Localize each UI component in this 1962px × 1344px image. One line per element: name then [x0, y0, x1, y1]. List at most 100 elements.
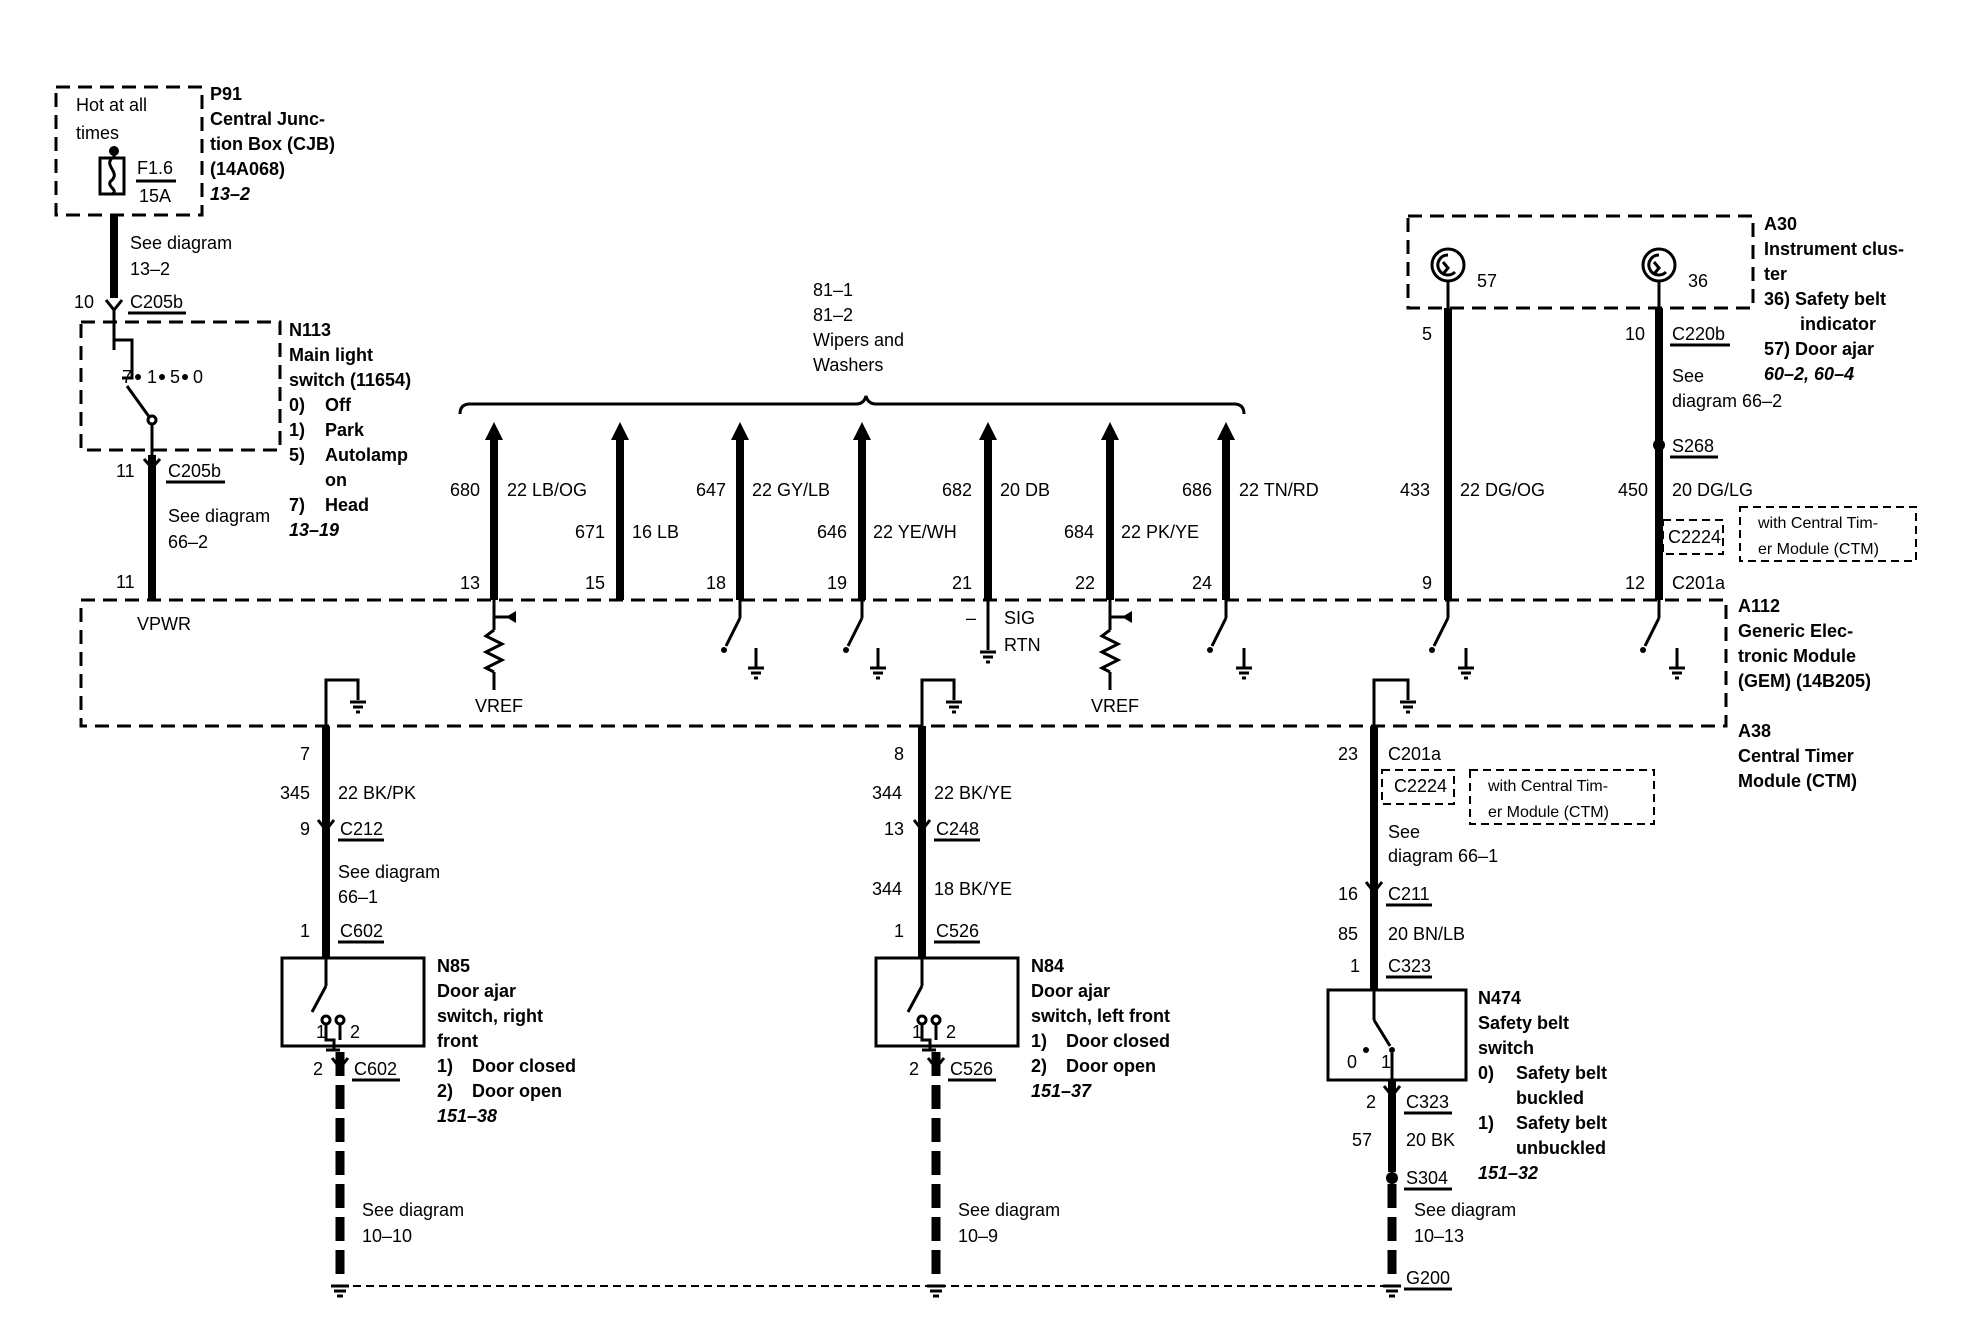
n85-terminal-1: 1: [316, 1022, 326, 1042]
a30-name-2: ter: [1764, 264, 1787, 284]
g200-ground: G200: [1406, 1268, 1450, 1288]
wire-color-57: 20 BK: [1406, 1130, 1455, 1150]
a112-name-3: (GEM) (14B205): [1738, 671, 1871, 691]
ground-icon: [870, 666, 886, 680]
a38-name-2: Module (CTM): [1738, 771, 1857, 791]
wire-color: 20 DB: [1000, 480, 1050, 500]
n113-wire-see-1: See diagram: [168, 506, 270, 526]
c526-connector-top: C526: [936, 921, 979, 941]
n474-name-2: switch: [1478, 1038, 1534, 1058]
wiper-circuit-647: 647 22 GY/LB 18: [696, 422, 830, 600]
n85-terminal-2: 2: [350, 1022, 360, 1042]
gem-switch-12: [1640, 600, 1685, 680]
gem-pin: 15: [585, 573, 605, 593]
circuit-number: 647: [696, 480, 726, 500]
c323-pin-1: 1: [1350, 956, 1360, 976]
connector-chevron-icon: [104, 299, 124, 313]
circuit-number: 680: [450, 480, 480, 500]
p91-name-1: Central Junc-: [210, 109, 325, 129]
a30-id: A30: [1764, 214, 1797, 234]
p91-hot-line1: Hot at all: [76, 95, 147, 115]
n85-name-1: Door ajar: [437, 981, 516, 1001]
n474-name-1: Safety belt: [1478, 1013, 1569, 1033]
n113-id: N113: [289, 320, 331, 340]
switch-arm-icon: [310, 985, 328, 1013]
n85-ref: 151–38: [437, 1106, 497, 1126]
n84-name-1: Door ajar: [1031, 981, 1110, 1001]
wire-450-safety-belt-indicator: 10 C220b See diagram 66–2 S268 450 20 DG…: [1618, 308, 1917, 600]
n474-item-0: 0): [1478, 1063, 1494, 1083]
connector-chevron-icon: [142, 458, 162, 471]
a30-right-see-1: See: [1672, 366, 1704, 386]
ctm-note-box: [1739, 506, 1917, 562]
circuit-450: 450: [1618, 480, 1648, 500]
resistor-icon: [1098, 628, 1122, 674]
gem-internal-ground-8: [920, 678, 962, 726]
c602-connector-top: C602: [340, 921, 383, 941]
p91-ref: 13–2: [210, 184, 250, 204]
connector-chevron-icon: [912, 819, 932, 833]
c212-pin-9: 9: [300, 819, 310, 839]
n474-item-label-0b: buckled: [1516, 1088, 1584, 1108]
fuse-element-icon: [108, 156, 116, 196]
n84-item-1: 1): [1031, 1031, 1047, 1051]
ground-icon: [1236, 666, 1252, 680]
n474-terminal-0: 0: [1347, 1052, 1357, 1072]
wiper-circuit-671: 671 16 LB 15: [575, 422, 679, 600]
rtn-label: RTN: [1004, 635, 1041, 655]
lower-right-see-2: diagram 66–1: [1388, 846, 1498, 866]
c323-connector-top: C323: [1388, 956, 1431, 976]
ctm-note-box-2: [1469, 769, 1655, 825]
circuit-57: 57: [1352, 1130, 1372, 1150]
arrow-up-icon: [1101, 422, 1119, 440]
n113-pos-0: 0): [289, 395, 305, 415]
gem-pin-11: 11: [116, 572, 135, 592]
a30-item-1: 36) Safety belt: [1764, 289, 1886, 309]
n113-digit-0: 0: [193, 367, 203, 387]
n474-item-label-1a: Safety belt: [1516, 1113, 1607, 1133]
c220b-connector: C220b: [1672, 324, 1725, 344]
connector-chevron-icon: [926, 1057, 946, 1071]
n84-box: [874, 956, 1020, 1048]
c2224-alt-box-2: [1381, 769, 1455, 805]
wire-color-450: 20 DG/LG: [1672, 480, 1753, 500]
a30-ref: 60–2, 60–4: [1764, 364, 1854, 384]
c2224-alt-connector: C2224: [1668, 527, 1721, 547]
a30-pin57: 57: [1477, 271, 1497, 291]
gem-pin: 13: [460, 573, 480, 593]
sig-rtn: – SIG RTN: [966, 600, 1041, 664]
connector-chevron-icon: [316, 819, 336, 833]
c205b-bottom-connector: C205b: [168, 461, 221, 481]
n113-main-light-switch: 7 1 5 0 N113 Main light switch (11654) 0…: [79, 310, 411, 540]
wire-color-433: 22 DG/OG: [1460, 480, 1545, 500]
n474-box: [1326, 988, 1468, 1082]
n474-connector-out: C323: [1406, 1092, 1449, 1112]
ground-icon: [1400, 700, 1416, 714]
n85-item-2: 2): [437, 1081, 453, 1101]
n113-digit-1: 1: [147, 367, 157, 387]
circuit-344b: 344: [872, 879, 902, 899]
c205b-pin-11-top: 11: [116, 461, 135, 481]
connector-chevron-icon: [1382, 1085, 1402, 1099]
n85-connector-out: C602: [354, 1059, 397, 1079]
wiper-circuit-680: 680 22 LB/OG 13: [450, 422, 587, 600]
n85-name-3: front: [437, 1031, 478, 1051]
n474-terminal-1: 1: [1381, 1052, 1391, 1072]
gem-pin: 18: [706, 573, 726, 593]
vpwr-label: VPWR: [137, 614, 191, 634]
n474-ref: 151–32: [1478, 1163, 1538, 1183]
c201a-connector-bottom: C201a: [1388, 744, 1442, 764]
a112-name-2: tronic Module: [1738, 646, 1856, 666]
gem-internal-ground-7: [324, 678, 366, 726]
gem-pin: 24: [1192, 573, 1212, 593]
n113-pos-label-0: Off: [325, 395, 352, 415]
vref-label-2: VREF: [1091, 696, 1139, 716]
a30-name-1: Instrument clus-: [1764, 239, 1904, 259]
n84-terminal-2: 2: [946, 1022, 956, 1042]
p91-central-junction-box: Hot at all times F1.6 15A P91 Central Ju…: [54, 84, 335, 217]
connector-chevron-icon: [330, 1057, 350, 1071]
n84-pin-out: 2: [909, 1059, 919, 1079]
a112-gem-module: A112 Generic Elec- tronic Module (GEM) (…: [79, 596, 1871, 791]
wire-color: 22 YE/WH: [873, 522, 957, 542]
wire-85-safety-belt: 23 C201a C2224 with Central Tim- er Modu…: [1338, 726, 1655, 990]
